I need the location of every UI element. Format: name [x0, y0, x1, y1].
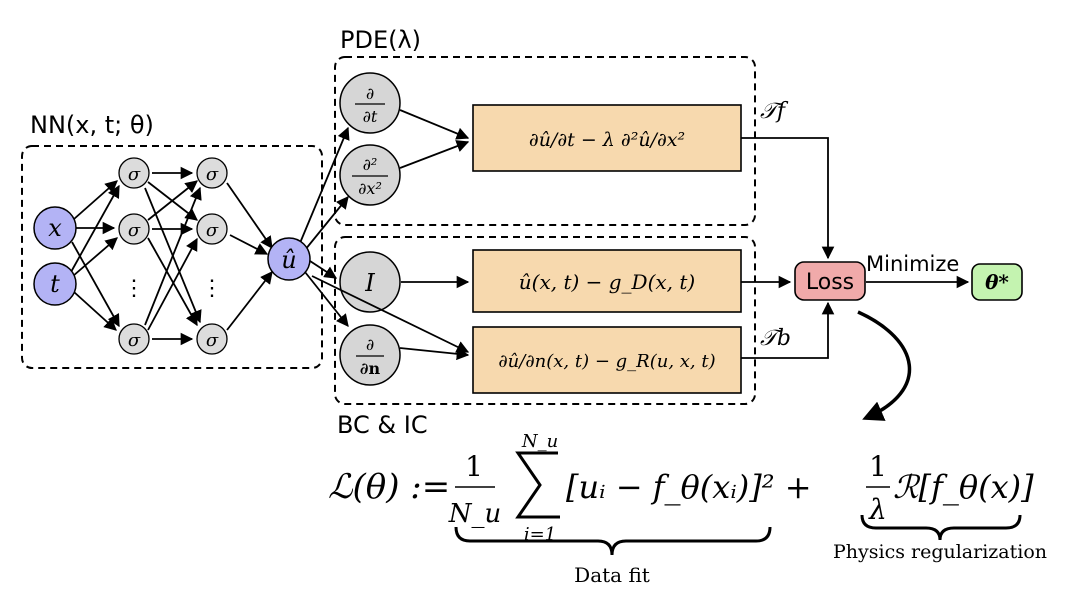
input-x-label: x [48, 214, 62, 242]
op-d2-dx2: ∂² ∂x² [339, 144, 401, 206]
sigma-label: σ [206, 330, 219, 351]
hidden-node [118, 213, 150, 245]
reg-denominator: λ [868, 493, 887, 526]
hidden-node [118, 157, 150, 189]
robin-residual-box [472, 326, 742, 394]
theta-star-box [971, 263, 1023, 301]
data-fit-term: [uᵢ − f_θ(xᵢ)]² + [566, 468, 812, 506]
op-identity: I [339, 251, 401, 313]
robin-residual-text: ∂û/∂n(x, t) − g_R(u, x, t) [498, 351, 715, 372]
sigma-label: σ [128, 164, 141, 185]
dirichlet-residual-text: û(x, t) − g_D(x, t) [519, 270, 695, 294]
sum-symbol [515, 451, 560, 519]
hidden-layer-1: σ σ ⋮ σ [118, 157, 150, 355]
equation-lhs: ℒ(θ) := [328, 467, 450, 507]
sigma-label: σ [206, 220, 219, 241]
sigma-label: σ [128, 220, 141, 241]
pde-residual-box [472, 104, 742, 172]
nn-group-box [21, 145, 323, 369]
input-node-x [33, 206, 77, 250]
loss-box [794, 261, 866, 301]
sum-upper-limit: N_u [521, 431, 558, 452]
sigma-label: σ [206, 164, 219, 185]
dirichlet-residual-box [472, 249, 742, 313]
hidden-node [196, 323, 228, 355]
operator-node [339, 324, 401, 386]
hidden-layer-2: σ σ ⋮ σ [196, 157, 228, 355]
fraction-numerator: 1 [465, 450, 483, 483]
physics-regularization-label: Physics regularization [833, 541, 1047, 563]
sigma-label: σ [128, 330, 141, 351]
tb-label: 𝒯b [760, 326, 791, 351]
loss-label: Loss [806, 270, 854, 295]
operator-node [339, 144, 401, 206]
ellipsis-label: ⋮ [201, 276, 223, 301]
op-d-dt: ∂ ∂t [339, 72, 401, 134]
bc-ic-label: BC & IC [337, 411, 428, 439]
theta-star-label: θ* [985, 270, 1009, 294]
data-fit-label: Data fit [574, 563, 650, 587]
reg-term: ℛ[f_θ(x)] [893, 468, 1034, 506]
physics-brace [860, 514, 1022, 541]
op-denominator: ∂t [363, 107, 378, 126]
uhat-label: û [281, 246, 296, 274]
op-d-dn: ∂ ∂n [339, 324, 401, 386]
tf-label: 𝒯f [760, 99, 789, 124]
pde-label: PDE(λ) [340, 26, 421, 54]
minimize-label: Minimize [866, 252, 959, 276]
curved-arrow [857, 310, 911, 421]
hidden-node [196, 213, 228, 245]
op-denominator: ∂n [360, 359, 381, 378]
loss-edges [741, 137, 970, 359]
nn-label: NN(x, t; θ) [30, 111, 154, 139]
reg-numerator: 1 [869, 450, 887, 483]
op-denominator: ∂x² [358, 179, 382, 198]
identity-label: I [364, 269, 375, 297]
input-node-t [33, 262, 77, 306]
loss-equation: ℒ(θ) := 1 N_u N_u i=1 [uᵢ − f_θ(xᵢ)]² + … [328, 431, 1034, 545]
op-numerator: ∂ [366, 84, 374, 103]
ellipsis-label: ⋮ [123, 276, 145, 301]
pde-residual-text: ∂û/∂t − λ ∂²û/∂x² [529, 129, 685, 151]
op-numerator: ∂ [366, 335, 374, 354]
hidden-node [118, 323, 150, 355]
output-node-uhat [267, 237, 311, 281]
residual-edges [311, 109, 470, 361]
pde-group-box [334, 56, 756, 226]
hidden-node [196, 157, 228, 189]
operator-node [339, 72, 401, 134]
input-t-label: t [50, 270, 60, 298]
nn-edges [70, 126, 350, 346]
op-numerator: ∂² [363, 155, 378, 174]
fraction-denominator: N_u [448, 499, 502, 529]
data-fit-brace [454, 526, 772, 556]
